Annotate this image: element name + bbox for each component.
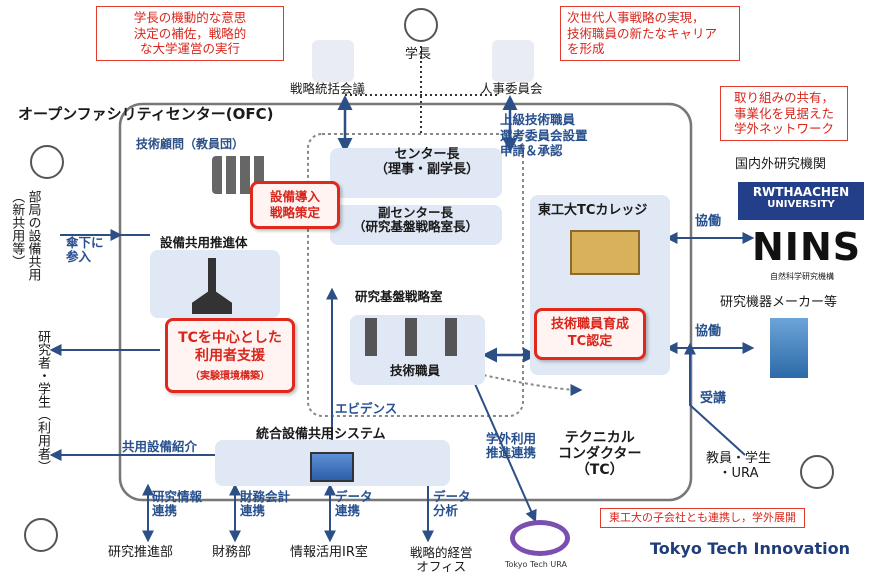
dept-ir: 情報活用IR室	[290, 545, 368, 560]
join-label: 傘下に 参入	[66, 235, 104, 265]
dept-sharing-label: 部局の設備共用 （新共用等）	[9, 190, 41, 281]
office-building-icon	[770, 318, 808, 378]
users-label: 研究者・学生（利用者）	[34, 330, 50, 473]
center-head-label: センター長 （理事・副学長）	[375, 147, 480, 177]
training-box: 技術職員育成 TC認定	[534, 308, 646, 360]
link-analysis: データ 分析	[433, 489, 471, 519]
meeting-icon	[312, 40, 354, 82]
president-label: 学長	[405, 47, 432, 62]
evidence-label: エビデンス	[335, 401, 398, 416]
link-research-info: 研究情報 連携	[152, 489, 203, 519]
tti-logo: Tokyo Tech Innovation	[650, 539, 850, 558]
institutes-label: 国内外研究機関	[735, 157, 827, 172]
ura-logo-mark	[510, 520, 570, 556]
rwth-line1: RWTHAACHEN	[752, 185, 850, 199]
dept-strategy: 戦略的経営 オフィス	[410, 545, 473, 574]
system-label: 統合設備共用システム	[256, 427, 386, 442]
microscope-icon	[30, 145, 64, 179]
user-support-box: TCを中心とした 利用者支援 （実験環境構築）	[165, 318, 295, 393]
promoter-label: 設備共用推進体	[160, 235, 248, 250]
hr-committee-label: 人事委員会	[480, 81, 543, 96]
tech-staff-label: 技術職員	[390, 363, 441, 378]
hr-meeting-icon	[492, 40, 534, 82]
ofc-title: オープンファシリティセンター(OFC)	[18, 105, 274, 123]
faculty-label: 教員・学生 ・URA	[706, 451, 772, 481]
senior-staff-label: 上級技術職員 選考委員会設置 申請＆承認	[500, 112, 588, 159]
makers-label: 研究機器メーカー等	[720, 295, 838, 310]
subsidiary-note: 東工大の子会社とも連携し，学外展開	[600, 508, 805, 528]
link-data: データ 連携	[335, 489, 373, 519]
strategy-council-label: 戦略統括会議	[290, 81, 366, 96]
president-icon	[404, 8, 438, 42]
nins-sub: 自然科学研究機構	[770, 272, 834, 281]
advisor-label: 技術顧問（教員団）	[136, 137, 245, 151]
tech-staff-icon	[365, 318, 470, 356]
person-icon	[24, 518, 58, 552]
strategy-office-label: 研究基盤戦略室	[355, 289, 443, 304]
support-sub: （実験環境構築）	[190, 371, 270, 383]
monitor-icon	[310, 452, 354, 482]
rwth-line2: UNIVERSITY	[767, 199, 835, 210]
hr-note-callout: 次世代人事戦略の実現， 技術職員の新たなキャリア を形成	[560, 6, 740, 61]
ura-logo: Tokyo Tech URA	[505, 560, 567, 569]
cooperation-label-2: 協働	[695, 324, 722, 339]
president-note-callout: 学長の機動的な意思 決定の補佐，戦略的 な大学運営の実行	[96, 6, 284, 61]
vice-head-panel	[330, 205, 502, 245]
strategy-box: 設備導入 戦略策定	[250, 181, 340, 229]
attend-label: 受講	[700, 391, 727, 406]
dept-research: 研究推進部	[108, 545, 174, 560]
tc-label: テクニカル コンダクター （TC）	[558, 430, 642, 479]
tc-college-label: 東工大TCカレッジ	[538, 203, 648, 218]
nins-logo: NINS	[752, 225, 862, 269]
link-finance: 財務会計 連携	[240, 489, 291, 519]
vice-head-label: 副センター長 （研究基盤戦略室長）	[353, 205, 479, 235]
support-title: TCを中心とした 利用者支援	[178, 330, 282, 365]
intro-label: 共用設備紹介	[122, 439, 198, 454]
external-label: 学外利用 推進連携	[486, 431, 537, 461]
building-icon	[570, 230, 640, 275]
faculty-person-icon	[800, 455, 834, 489]
center-head-panel	[330, 148, 502, 198]
network-note-callout: 取り組みの共有， 事業化を見据えた 学外ネットワーク	[720, 86, 848, 141]
dept-finance: 財務部	[212, 545, 252, 560]
cooperation-label-1: 協働	[695, 214, 722, 229]
